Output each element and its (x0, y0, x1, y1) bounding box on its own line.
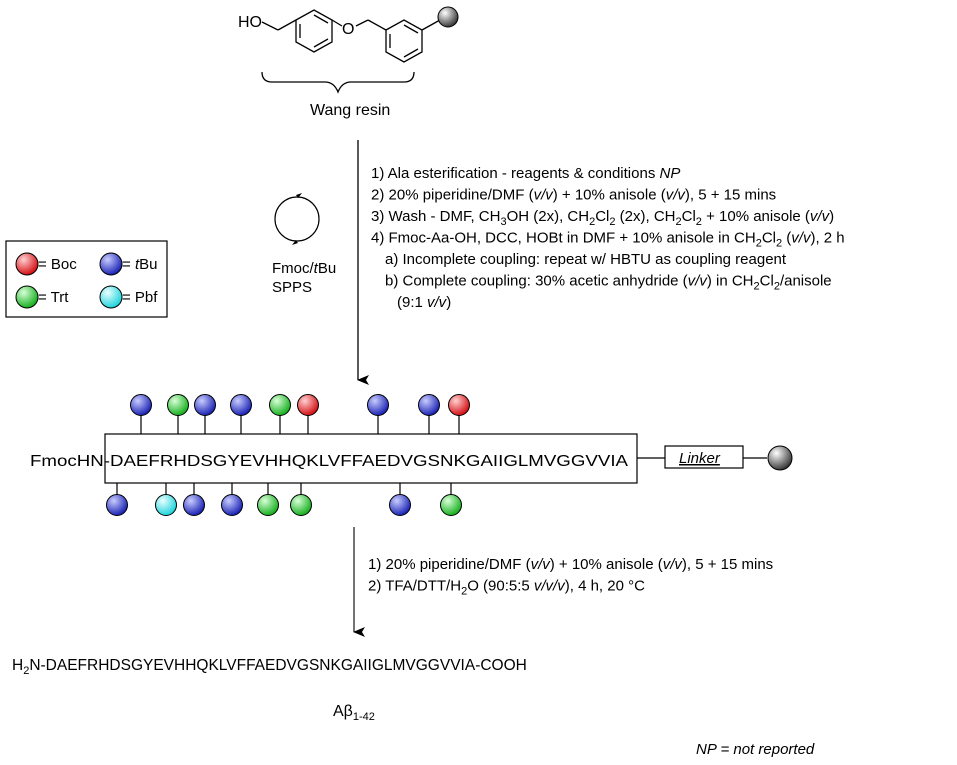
spps-cycle-icon (274, 193, 320, 245)
top-protecting-group-red (297, 394, 319, 416)
product-sequence: H2N-DAEFRHDSGYEVHHQKLVFFAEDVGSNKGAIIGLMV… (12, 657, 527, 677)
condition-line-1: 1) 20% piperidine/DMF (v/v) + 10% anisol… (368, 556, 773, 573)
condition-line-3: 3) Wash - DMF, CH3OH (2x), CH2Cl2 (2x), … (371, 208, 834, 228)
synthesis-conditions: 1) Ala esterification - reagents & condi… (371, 165, 845, 311)
footnote: NP = not reported (696, 741, 815, 758)
top-protecting-group-green (167, 394, 189, 416)
top-protecting-group-red (448, 394, 470, 416)
condition-line-4: 4) Fmoc-Aa-OH, DCC, HOBt in DMF + 10% an… (371, 230, 845, 250)
linker-label: Linker (679, 450, 721, 467)
legend-swatch-cyan (99, 285, 123, 309)
bottom-protecting-group-green (440, 494, 462, 516)
benzene-ring-2 (385, 19, 423, 63)
top-protecting-group-blue (194, 394, 216, 416)
peptide-sequence: FmocHN-DAEFRHDSGYEVHHQKLVFFAEDVGSNKGAIIG… (30, 453, 629, 470)
bottom-protecting-group-blue (183, 494, 205, 516)
linker-box (664, 445, 744, 469)
benzene-ring-1 (295, 9, 333, 53)
top-protecting-group-blue (130, 394, 152, 416)
bottom-protecting-group-blue (389, 494, 411, 516)
legend-label-2: = tBu (122, 256, 157, 273)
top-protecting-group-blue (230, 394, 252, 416)
cycle-label-line2: SPPS (272, 279, 312, 296)
condition-line-7: (9:1 v/v) (397, 294, 451, 311)
top-protecting-group-blue (418, 394, 440, 416)
bottom-protecting-group-green (257, 494, 279, 516)
legend-label-1: = Boc (38, 256, 77, 273)
condition-line-6: b) Complete coupling: 30% acetic anhydri… (385, 273, 832, 293)
wang-resin-structure: HO O (238, 9, 441, 94)
condition-line-2: 2) 20% piperidine/DMF (v/v) + 10% anisol… (371, 187, 776, 204)
protecting-group-legend: = Boc = tBu = Trt = Pbf (15, 252, 158, 309)
cleavage-conditions: 1) 20% piperidine/DMF (v/v) + 10% anisol… (368, 556, 773, 598)
product-name: Aβ1-42 (333, 703, 375, 723)
hydroxyl-label: HO (238, 14, 262, 31)
wang-resin-label: Wang resin (310, 102, 390, 119)
top-protecting-group-blue (367, 394, 389, 416)
legend-swatch-blue (99, 252, 123, 276)
resin-bead (437, 6, 459, 28)
resin-brace (261, 71, 415, 94)
bottom-protecting-group-cyan (155, 494, 177, 516)
bottom-protecting-group-green (290, 494, 312, 516)
cycle-label-line1: Fmoc/tBu (272, 260, 336, 277)
ether-oxygen-label: O (342, 21, 354, 38)
legend-swatch-green (15, 285, 39, 309)
bottom-protecting-group-blue (221, 494, 243, 516)
legend-label-3: = Trt (38, 289, 69, 306)
peptide-resin-bead (767, 445, 793, 471)
top-protecting-group-green (269, 394, 291, 416)
condition-line-5: a) Incomplete coupling: repeat w/ HBTU a… (385, 251, 787, 268)
condition-line-2: 2) TFA/DTT/H2O (90:5:5 v/v/v), 4 h, 20 °… (368, 578, 645, 598)
protecting-group-pins (106, 394, 470, 516)
condition-line-1: 1) Ala esterification - reagents & condi… (371, 165, 680, 182)
legend-swatch-red (15, 252, 39, 276)
legend-label-4: = Pbf (122, 289, 158, 306)
bottom-protecting-group-blue (106, 494, 128, 516)
